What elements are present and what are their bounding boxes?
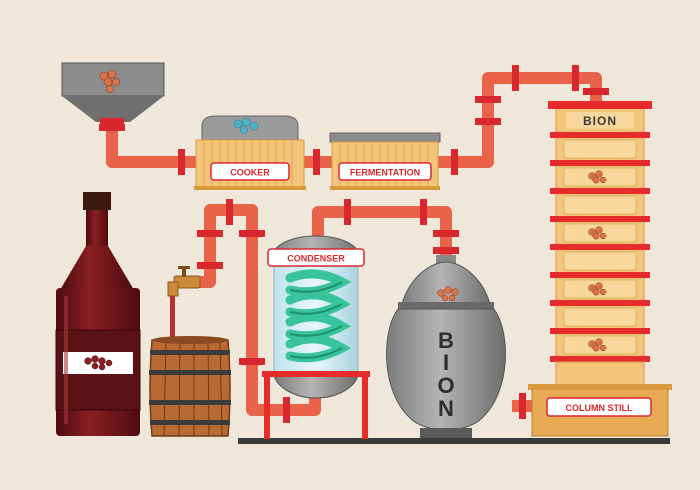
- grain-cluster-icon: [588, 170, 607, 352]
- flange: [572, 65, 579, 91]
- column-still: BION COLUMN STILL: [528, 101, 672, 437]
- barrel: [149, 336, 231, 437]
- column-base-top: [528, 384, 672, 390]
- flange: [433, 247, 459, 254]
- hopper-spout: [100, 118, 124, 126]
- barrel-top: [152, 336, 228, 344]
- grain-cluster-icon: [84, 355, 113, 371]
- still-letter: N: [438, 396, 454, 421]
- hopper-funnel: [62, 96, 164, 122]
- grain-cluster-icon: [233, 117, 259, 134]
- still-lettering: B I O N: [437, 328, 454, 421]
- condenser-label: CONDENSER: [287, 254, 345, 264]
- flange: [420, 199, 427, 225]
- flange: [475, 118, 501, 125]
- cooker-tank: COOKER: [194, 115, 306, 190]
- fermentation-label-plate: [338, 162, 432, 181]
- still-letter: I: [443, 350, 449, 375]
- flange: [512, 65, 519, 91]
- still-band: [398, 302, 494, 309]
- fermentation-base: [330, 186, 440, 190]
- bottle: [55, 192, 141, 436]
- pipe-condenser-to-faucet: [196, 204, 321, 416]
- flange: [433, 230, 459, 237]
- grain-cluster-icon: [437, 286, 459, 302]
- column-brand-plate: [566, 112, 634, 129]
- cooker-label: COOKER: [230, 168, 270, 178]
- flange: [197, 230, 223, 237]
- flange: [239, 230, 265, 237]
- bottle-neck: [86, 210, 108, 248]
- flange: [519, 393, 526, 419]
- flange: [239, 358, 265, 365]
- column-still-label: COLUMN STILL: [566, 403, 633, 413]
- flange: [475, 96, 501, 103]
- flange: [178, 149, 185, 175]
- flange: [99, 124, 125, 131]
- fermentation-tank: FERMENTATION: [329, 132, 441, 190]
- hopper: [61, 62, 165, 126]
- flange: [344, 199, 351, 225]
- column-rings: [548, 101, 652, 362]
- flange: [226, 199, 233, 225]
- flange: [313, 149, 320, 175]
- faucet-icon: [167, 266, 201, 297]
- flange: [583, 88, 609, 95]
- fermentation-label: FERMENTATION: [350, 168, 420, 178]
- condenser: CONDENSER: [262, 235, 370, 439]
- column-brand: BION: [583, 114, 617, 128]
- column-still-label-plate: [546, 397, 652, 417]
- condenser-coil-shadow: [289, 281, 343, 359]
- flange: [197, 262, 223, 269]
- liquid-stream: [170, 296, 175, 338]
- grain-cluster-icon: [99, 69, 120, 93]
- flange: [451, 149, 458, 175]
- condenser-bottom: [273, 373, 359, 399]
- barrel-hoops: [149, 350, 231, 425]
- cooker-label-plate: [210, 162, 290, 181]
- pipe-hopper-to-cooker: [106, 118, 200, 168]
- bottle-highlight: [64, 296, 68, 424]
- fermentation-lid: [329, 132, 441, 143]
- bottle-shoulder: [60, 246, 134, 290]
- cooker-lid: [201, 115, 299, 141]
- flange: [283, 397, 290, 423]
- bottle-label-plate: [63, 352, 133, 374]
- pipe-fermentation-to-column: [438, 72, 602, 168]
- column-lower-band: [555, 361, 645, 387]
- condenser-stand: [262, 371, 370, 439]
- still-letter: B: [438, 328, 454, 353]
- still-foot: [420, 428, 472, 438]
- cooker-base: [194, 186, 306, 190]
- condenser-label-plate: [267, 248, 365, 267]
- floor-line: [238, 438, 670, 444]
- pot-still: B I O N: [386, 255, 506, 438]
- bottle-cap: [83, 192, 111, 210]
- still-letter: O: [437, 373, 454, 398]
- pipe-flanges: [99, 65, 609, 423]
